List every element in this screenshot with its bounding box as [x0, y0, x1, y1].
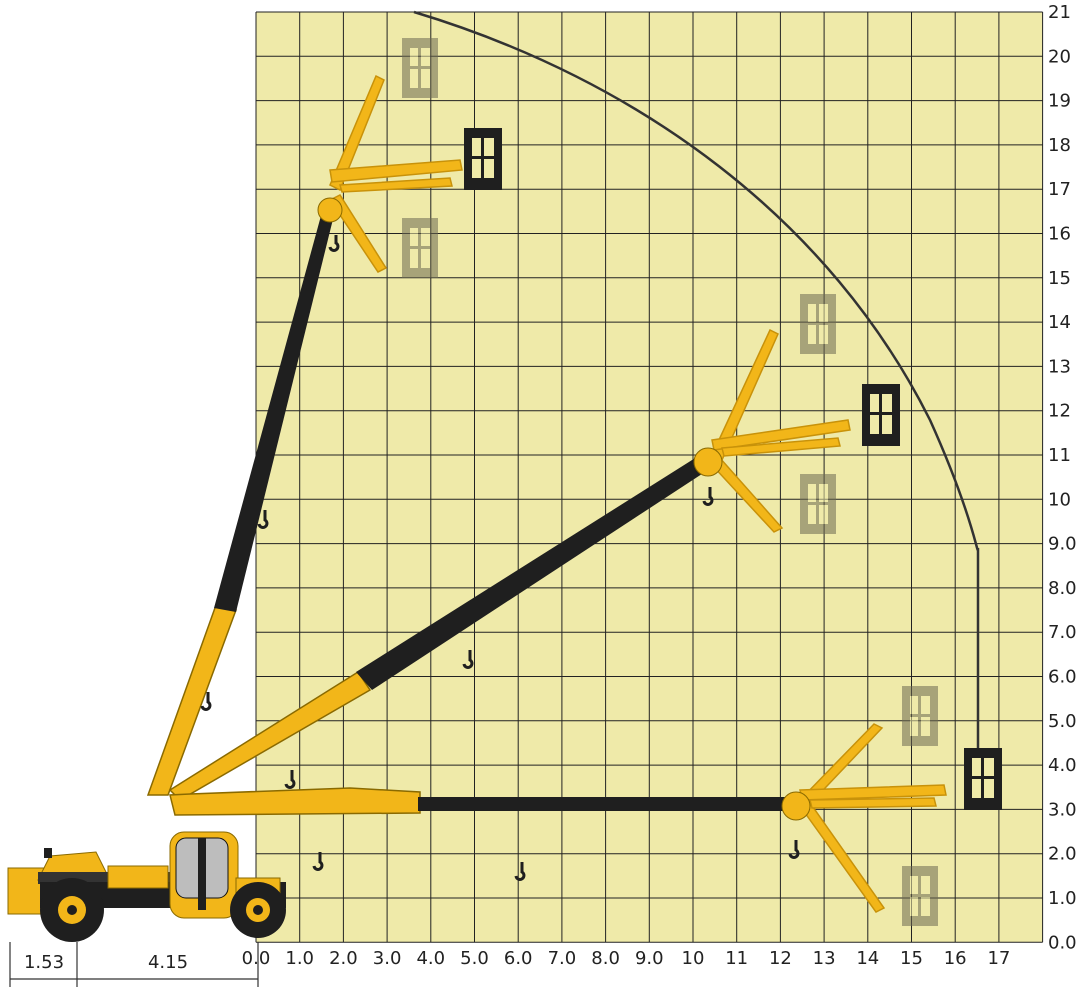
y-axis-tick-label: 3.0: [1048, 799, 1077, 820]
basket-ghost-low-lower: [902, 866, 938, 926]
x-axis-tick-label: 3.0: [373, 948, 402, 969]
dimension-front-length: 4.15: [148, 952, 188, 973]
y-axis-tick-label: 1.0: [1048, 888, 1077, 909]
y-axis-tick-label: 4.0: [1048, 755, 1077, 776]
x-axis-tick-label: 2.0: [329, 948, 358, 969]
x-axis-tick-label: 13: [813, 948, 836, 969]
x-axis-tick-label: 10: [682, 948, 705, 969]
x-axis-tick-label: 14: [856, 948, 879, 969]
dimension-rear-overhang: 1.53: [24, 952, 64, 973]
x-axis-tick-label: 6.0: [504, 948, 533, 969]
y-axis-tick-label: 13: [1048, 356, 1071, 377]
hook-icons: [200, 235, 800, 881]
basket-low-active: [964, 748, 1002, 810]
y-axis-tick-label: 20: [1048, 46, 1071, 67]
y-axis-tick-label: 12: [1048, 401, 1071, 422]
x-axis-tick-label: 0.0: [242, 948, 271, 969]
x-axis-tick-label: 4.0: [416, 948, 445, 969]
boom-low: [169, 787, 811, 821]
x-axis-tick-label: 11: [725, 948, 748, 969]
x-axis-tick-label: 5.0: [460, 948, 489, 969]
y-axis-tick-label: 2.0: [1048, 844, 1077, 865]
boom-mid: [168, 447, 723, 801]
x-axis-tick-label: 17: [987, 948, 1010, 969]
y-axis-tick-label: 16: [1048, 224, 1071, 245]
y-axis-tick-label: 11: [1048, 445, 1071, 466]
basket-top-active: [464, 128, 502, 190]
x-axis-tick-label: 7.0: [548, 948, 577, 969]
y-axis-tick-label: 9.0: [1048, 534, 1077, 555]
y-axis-tick-label: 6.0: [1048, 667, 1077, 688]
y-axis-tick-label: 14: [1048, 312, 1071, 333]
y-axis-labels: 0.0 1.0 2.0 3.0 4.0 5.0 6.0 7.0 8.0 9.0 10 11 12 13 14…: [1048, 2, 1077, 953]
y-axis-tick-label: 5.0: [1048, 711, 1077, 732]
y-axis-tick-label: 15: [1048, 268, 1071, 289]
y-axis-tick-label: 17: [1048, 179, 1071, 200]
dimension-lines: [9, 942, 259, 987]
basket-ghost-mid-lower: [800, 474, 836, 534]
x-axis-tick-label: 16: [944, 948, 967, 969]
y-axis-tick-label: 0.0: [1048, 932, 1077, 953]
basket-ghost-mid-upper: [800, 294, 836, 354]
y-axis-tick-label: 18: [1048, 135, 1071, 156]
y-axis-tick-label: 21: [1048, 2, 1071, 23]
basket-ghost-low-upper: [902, 686, 938, 746]
basket-mid-active: [862, 384, 900, 446]
basket-ghost-top-upper: [402, 38, 438, 98]
y-axis-tick-label: 7.0: [1048, 622, 1077, 643]
y-axis-tick-label: 10: [1048, 489, 1071, 510]
x-axis-tick-label: 8.0: [591, 948, 620, 969]
y-axis-tick-label: 8.0: [1048, 578, 1077, 599]
x-axis-tick-label: 12: [769, 948, 792, 969]
x-axis-tick-label: 15: [900, 948, 923, 969]
boom-steep: [146, 197, 343, 796]
vehicle: [7, 831, 286, 942]
basket-ghost-top-lower: [402, 218, 438, 278]
x-axis-labels: 0.0 1.0 2.0 3.0 4.0 5.0 6.0 7.0 8.0 9.0 10 11 12 13 14…: [242, 948, 1011, 969]
x-axis-tick-label: 9.0: [635, 948, 664, 969]
y-axis-tick-label: 19: [1048, 91, 1071, 112]
working-envelope-curve: [413, 10, 980, 752]
x-axis-tick-label: 1.0: [285, 948, 314, 969]
